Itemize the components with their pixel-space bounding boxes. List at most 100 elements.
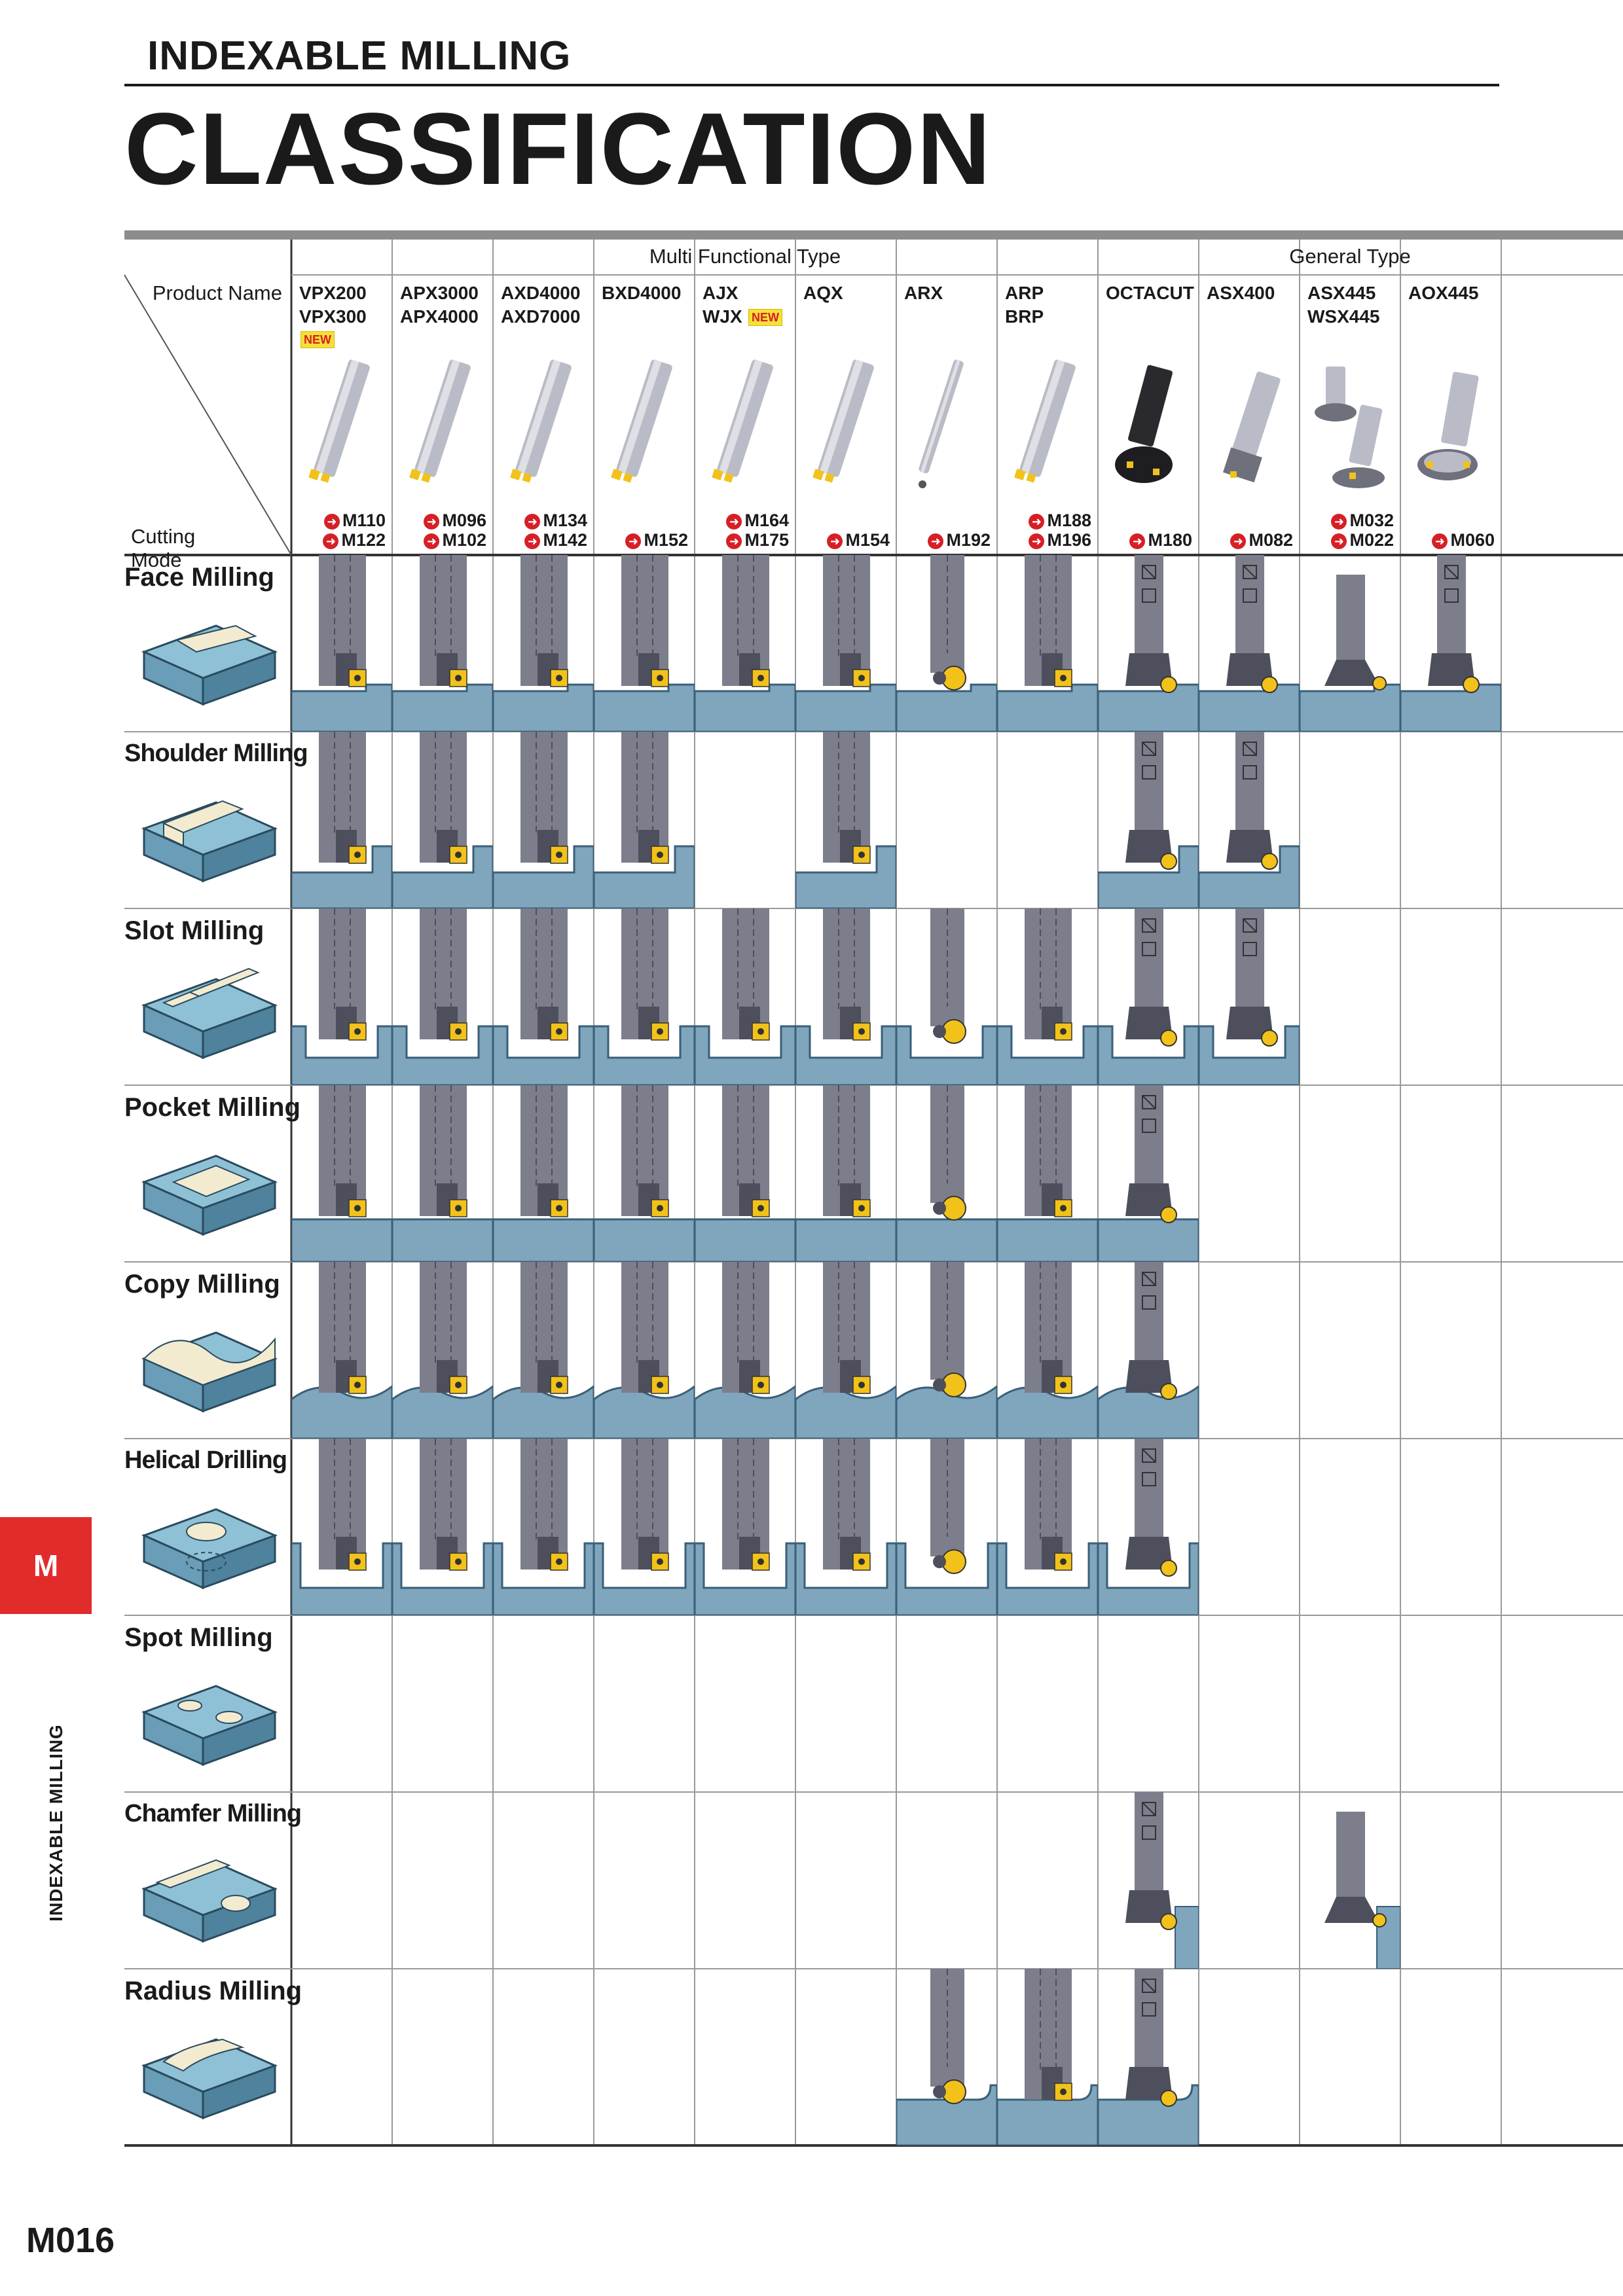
side-caption: INDEXABLE MILLING <box>46 1724 66 1922</box>
page-ref-link[interactable]: ➜M152 <box>625 530 688 550</box>
tool-image <box>812 359 874 483</box>
tool-image <box>1417 372 1479 480</box>
cutting-mode-illustration <box>695 555 795 732</box>
page-ref-link[interactable]: ➜M082 <box>1230 530 1293 550</box>
product-name: ASX400 <box>1207 283 1275 303</box>
page-ref-link[interactable]: ➜M060 <box>1432 530 1495 550</box>
page-ref-link[interactable]: ➜M134 <box>524 511 587 530</box>
cutting-mode-illustration <box>392 1085 493 1262</box>
cutting-mode-illustration <box>896 1262 997 1439</box>
page-ref-link[interactable]: ➜M154 <box>827 530 890 550</box>
mode-label: Radius Milling <box>124 1977 302 2005</box>
cutting-mode-illustration <box>493 732 594 908</box>
product-header-cell[interactable]: AOX445 ➜M060 <box>1400 275 1501 555</box>
product-name: ARP <box>1005 283 1044 303</box>
arrow-right-icon: ➜ <box>1432 533 1448 549</box>
cutting-mode-illustration <box>493 555 594 732</box>
arrow-right-icon: ➜ <box>1230 533 1247 549</box>
product-header-cell[interactable]: OCTACUT ➜M180 <box>1098 275 1199 555</box>
mode-label: Pocket Milling <box>124 1093 301 1122</box>
page-ref-link[interactable]: ➜M096 <box>424 511 486 530</box>
product-name: AOX445 <box>1408 283 1479 303</box>
cutting-mode-illustration <box>795 1439 896 1615</box>
cutting-mode-illustration <box>594 1085 695 1262</box>
product-name: OCTACUT <box>1106 283 1194 303</box>
page-ref: M096 <box>442 511 486 530</box>
page-ref-link[interactable]: ➜M102 <box>424 530 486 550</box>
cutting-mode-illustration <box>1199 732 1300 908</box>
page-title: CLASSIFICATION <box>124 92 993 206</box>
page-ref-link[interactable]: ➜M122 <box>323 530 386 550</box>
arrow-right-icon: ➜ <box>424 514 440 529</box>
mode-label: Slot Milling <box>124 916 264 945</box>
cutting-mode-illustration <box>1400 555 1501 732</box>
page-ref-link[interactable]: ➜M188 <box>1029 511 1091 530</box>
page-ref: M032 <box>1349 511 1394 530</box>
cutting-mode-illustration <box>291 1085 392 1262</box>
helical-drilling-icon <box>141 1508 278 1590</box>
cutting-mode-illustration <box>392 555 493 732</box>
cutting-mode-illustration <box>997 908 1098 1085</box>
page-ref: M188 <box>1047 511 1091 530</box>
product-name-label: Product Name <box>152 281 282 304</box>
spot-milling-icon <box>141 1685 278 1767</box>
slot-milling-icon <box>141 967 278 1060</box>
arrow-right-icon: ➜ <box>726 533 742 549</box>
cutting-mode-illustration <box>1098 908 1199 1085</box>
arrow-right-icon: ➜ <box>323 514 340 529</box>
cutting-mode-illustration <box>493 1262 594 1439</box>
tool-image <box>919 359 964 488</box>
product-name: VPX300 <box>299 306 367 327</box>
arrow-right-icon: ➜ <box>424 533 440 549</box>
product-header-cell[interactable]: ASX400 ➜M082 <box>1199 275 1300 555</box>
product-name: AXD7000 <box>501 306 581 327</box>
section-tab-m[interactable]: M <box>0 1517 92 1614</box>
page-ref-link[interactable]: ➜M192 <box>928 530 991 550</box>
cutting-mode-illustration <box>1098 555 1199 732</box>
product-header-cell[interactable]: ARX➜M192 <box>896 275 997 555</box>
tool-image <box>712 359 773 483</box>
cutting-mode-illustration <box>896 555 997 732</box>
cutting-mode-illustration <box>896 1085 997 1262</box>
product-header-cell[interactable]: BXD4000 ➜M152 <box>594 275 695 555</box>
product-name: ASX445 <box>1307 283 1376 303</box>
cutting-mode-illustration <box>1199 555 1300 732</box>
page-ref-link[interactable]: ➜M022 <box>1331 530 1394 550</box>
page-ref: M180 <box>1148 530 1192 550</box>
cutting-mode-illustration <box>1098 1262 1199 1439</box>
cutting-mode-illustration <box>695 908 795 1085</box>
chamfer-milling-icon <box>141 1859 278 1943</box>
cutting-mode-illustration <box>1098 1439 1199 1615</box>
page-ref: M060 <box>1450 530 1495 550</box>
page-ref-link[interactable]: ➜M180 <box>1129 530 1192 550</box>
page-ref: M175 <box>744 530 789 550</box>
cutting-mode-illustration <box>594 1262 695 1439</box>
cutting-mode-illustration <box>291 908 392 1085</box>
product-header-cell[interactable]: AQX➜M154 <box>795 275 896 555</box>
product-name: BXD4000 <box>602 283 682 303</box>
cutting-mode-illustration <box>493 1439 594 1615</box>
arrow-right-icon: ➜ <box>928 533 944 549</box>
page-ref-link[interactable]: ➜M142 <box>524 530 587 550</box>
page-ref-link[interactable]: ➜M164 <box>726 511 789 530</box>
tool-image <box>1315 367 1385 488</box>
page-ref-link[interactable]: ➜M196 <box>1029 530 1091 550</box>
cutting-mode-illustration <box>997 1085 1098 1262</box>
cutting-mode-illustration <box>291 1262 392 1439</box>
tool-image <box>510 359 572 483</box>
cutting-mode-illustration <box>1324 1812 1400 1969</box>
page-ref: M110 <box>342 511 386 530</box>
cutting-mode-illustration <box>392 1262 493 1439</box>
page-ref: M192 <box>946 530 991 550</box>
page-ref-link[interactable]: ➜M110 <box>323 511 386 530</box>
page-ref-link[interactable]: ➜M175 <box>726 530 789 550</box>
new-badge: NEW <box>301 331 335 348</box>
page-ref-link[interactable]: ➜M032 <box>1331 511 1394 530</box>
page-ref: M164 <box>744 511 789 530</box>
